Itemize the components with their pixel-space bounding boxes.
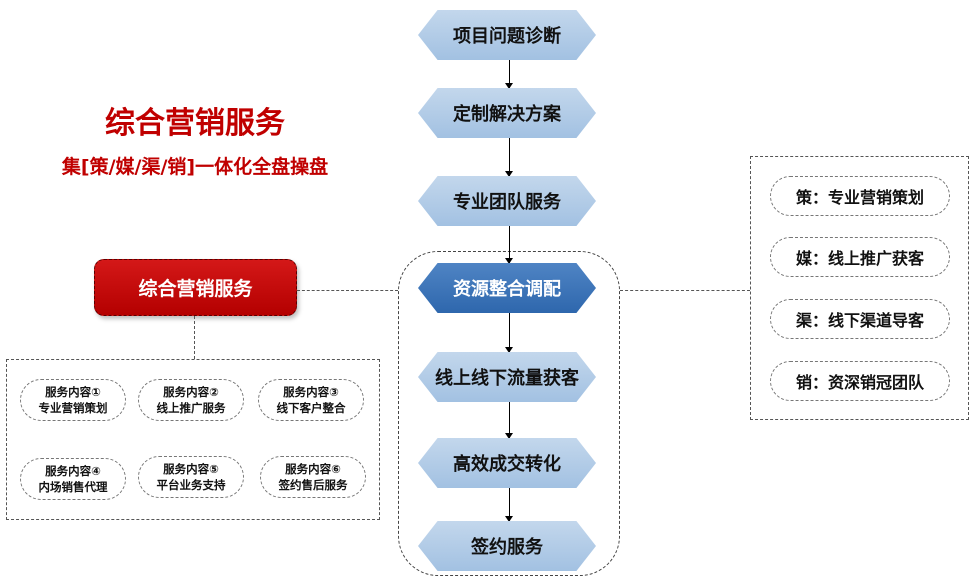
- pillar-sales: 销：资深销冠团队: [770, 361, 950, 401]
- service-item-desc: 线上推广服务: [156, 401, 226, 415]
- page-subtitle: 集[策/媒/渠/销]一体化全盘操盘: [61, 156, 329, 178]
- flow-step-conversion: 高效成交转化: [418, 438, 596, 488]
- service-item-title: 服务内容②: [163, 385, 219, 399]
- service-item: 服务内容④ 内场销售代理: [20, 458, 126, 500]
- flow-arrow: [505, 313, 513, 353]
- pillars-container: [750, 156, 969, 420]
- service-item: 服务内容① 专业营销策划: [20, 379, 126, 421]
- flow-arrow: [505, 226, 513, 264]
- flow-step-team-service: 专业团队服务: [418, 176, 596, 226]
- flow-step-diagnosis: 项目问题诊断: [418, 10, 596, 60]
- connector-line: [620, 290, 750, 291]
- service-item: 服务内容② 线上推广服务: [138, 379, 244, 421]
- connector-line: [194, 316, 195, 359]
- service-item-title: 服务内容③: [283, 385, 339, 399]
- service-content-container: [6, 359, 380, 520]
- flow-arrow: [505, 488, 513, 522]
- flow-arrow: [505, 138, 513, 177]
- flow-arrow: [505, 60, 513, 89]
- service-item-desc: 线下客户整合: [276, 401, 346, 415]
- service-item-title: 服务内容⑥: [285, 462, 341, 476]
- service-item: 服务内容⑤ 平台业务支持: [138, 456, 244, 498]
- service-item-title: 服务内容⑤: [163, 462, 219, 476]
- service-item: 服务内容⑥ 签约售后服务: [260, 456, 366, 498]
- page-title: 综合营销服务: [105, 106, 285, 141]
- service-item-desc: 内场销售代理: [38, 480, 108, 494]
- pillar-channel: 渠：线下渠道导客: [770, 299, 950, 339]
- service-item-title: 服务内容④: [45, 464, 101, 478]
- service-item-desc: 平台业务支持: [156, 478, 226, 492]
- service-item-desc: 专业营销策划: [38, 401, 108, 415]
- flow-step-traffic-acquisition: 线上线下流量获客: [418, 352, 596, 402]
- integrated-marketing-box: 综合营销服务: [94, 259, 297, 316]
- pillar-strategy: 策：专业营销策划: [770, 176, 950, 216]
- service-item: 服务内容③ 线下客户整合: [258, 379, 364, 421]
- service-item-desc: 签约售后服务: [278, 478, 348, 492]
- flow-step-signing: 签约服务: [418, 521, 596, 571]
- connector-line: [297, 290, 398, 291]
- flow-step-solution: 定制解决方案: [418, 88, 596, 138]
- flow-arrow: [505, 402, 513, 439]
- pillar-media: 媒：线上推广获客: [770, 237, 950, 277]
- service-item-title: 服务内容①: [45, 385, 101, 399]
- flow-step-resource-integration: 资源整合调配: [418, 263, 596, 313]
